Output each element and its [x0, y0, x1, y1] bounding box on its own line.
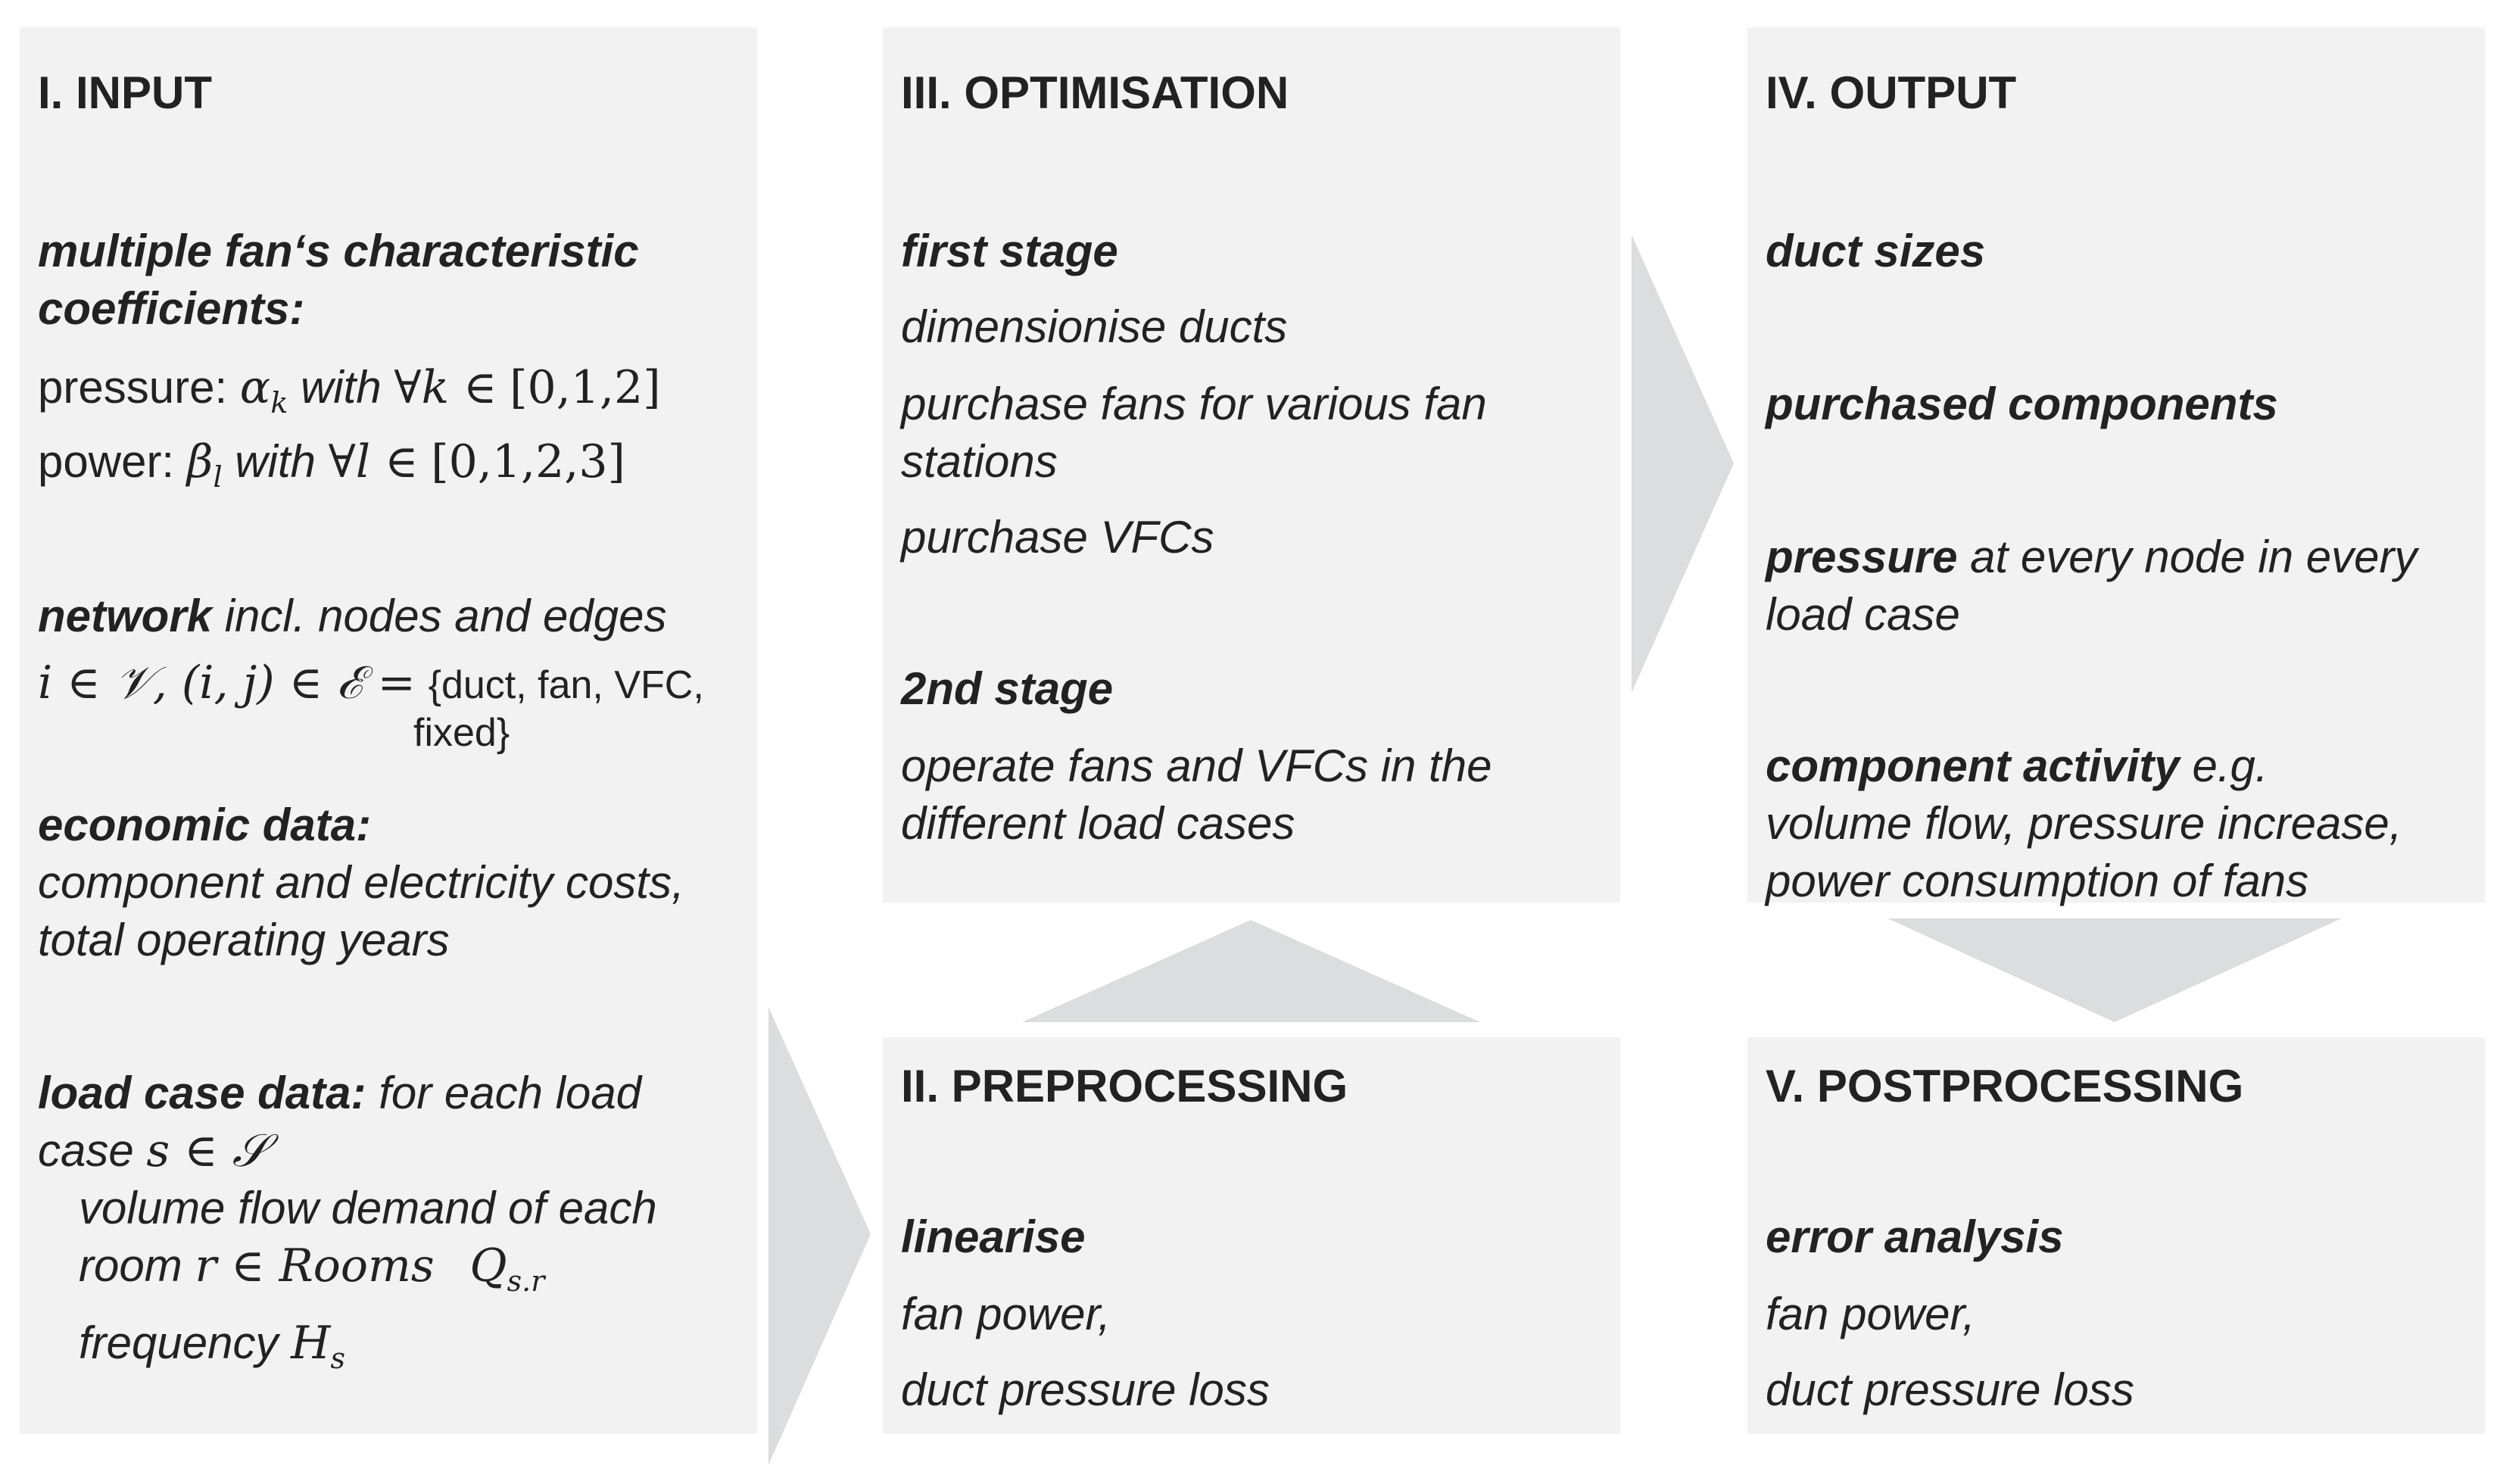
- network-heading: network incl. nodes and edges: [38, 588, 667, 645]
- fan-coeff-heading-line-2: coefficients:: [38, 283, 305, 334]
- activity-line-3: power consumption of fans: [1766, 856, 2309, 906]
- optimisation-item-4-line-2: different load cases: [901, 798, 1295, 849]
- network-set-line-1: {duct, fan, VFC,: [428, 663, 704, 707]
- first-stage-heading: first stage: [901, 226, 1118, 276]
- second-stage-heading: 2nd stage: [901, 663, 1114, 714]
- preprocessing-box: II. PREPROCESSING linearise fan power, d…: [883, 1037, 1620, 1434]
- optimisation-item-2-line-2: stations: [901, 436, 1058, 487]
- load-line-2: case s ∈ 𝒮: [38, 1122, 267, 1180]
- power-set: [0,1,2,3]: [431, 435, 625, 488]
- pressure-symbol: α: [239, 361, 271, 414]
- pressure-label: pressure:: [38, 362, 228, 413]
- activity-line-1: component activity e.g.: [1766, 737, 2268, 795]
- output-box: IV. OUTPUT duct sizes purchased componen…: [1747, 27, 2485, 906]
- activity-rest: e.g.: [2192, 740, 2268, 791]
- load-heading-line: load case data: for each load: [38, 1065, 641, 1122]
- load-heading: load case data:: [38, 1068, 366, 1118]
- network-set-line-2: fixed}: [413, 711, 510, 755]
- volume-q-subscript: s.r: [507, 1264, 545, 1298]
- volume-line-1: volume flow demand of each: [79, 1183, 657, 1233]
- power-line: power: βl with ∀l ∈ [0,1,2,3]: [38, 433, 625, 506]
- pressure-output-line-2: load case: [1766, 589, 1960, 640]
- load-case-text: case: [38, 1125, 134, 1176]
- network-rest: incl. nodes and edges: [224, 591, 667, 641]
- optimisation-item-3: purchase VFCs: [901, 512, 1214, 563]
- pressure-with: with: [301, 362, 382, 413]
- volume-room-text: room: [79, 1240, 182, 1291]
- load-line-1-rest: for each load: [379, 1068, 642, 1118]
- frequency-line: frequency Hs: [79, 1314, 345, 1387]
- economic-line-2: total operating years: [38, 915, 450, 965]
- activity-line-2: volume flow, pressure increase,: [1766, 798, 2402, 849]
- power-symbol: β: [186, 435, 214, 488]
- pressure-forall: ∀k ∈: [394, 361, 497, 414]
- frequency-text: frequency: [79, 1317, 279, 1368]
- pressure-output-rest: at every node in every: [1970, 532, 2417, 582]
- network-bold: network: [38, 591, 213, 641]
- network-math: i ∈ 𝒱, (i, j) ∈ ℰ =: [38, 656, 416, 709]
- volume-q-symbol: Q: [469, 1239, 507, 1292]
- purchased-components-heading: purchased components: [1766, 379, 2278, 429]
- error-analysis-heading: error analysis: [1766, 1211, 2064, 1262]
- load-case-math: s ∈ 𝒮: [146, 1124, 268, 1177]
- pressure-output-line-1: pressure at every node in every: [1766, 528, 2417, 586]
- arrow-input-to-preprocessing: [768, 1007, 871, 1465]
- power-with: with: [235, 436, 316, 487]
- power-label: power:: [38, 436, 175, 487]
- network-math-line: i ∈ 𝒱, (i, j) ∈ ℰ = {duct, fan, VFC,: [38, 654, 704, 714]
- preprocessing-item-1: fan power,: [901, 1289, 1111, 1339]
- output-title: IV. OUTPUT: [1766, 67, 2017, 118]
- economic-heading: economic data:: [38, 800, 372, 850]
- arrow-preprocessing-to-optimisation: [1022, 920, 1480, 1022]
- economic-line-1: component and electricity costs,: [38, 857, 684, 908]
- activity-bold: component activity: [1766, 740, 2180, 791]
- pressure-set: [0,1,2]: [510, 361, 661, 414]
- optimisation-item-2-line-1: purchase fans for various fan: [901, 379, 1487, 429]
- input-title: I. INPUT: [38, 67, 213, 118]
- postprocessing-box: V. POSTPROCESSING error analysis fan pow…: [1747, 1037, 2485, 1434]
- volume-room-math: r ∈ Rooms: [195, 1239, 435, 1292]
- postprocessing-title: V. POSTPROCESSING: [1766, 1061, 2244, 1111]
- optimisation-item-4-line-1: operate fans and VFCs in the: [901, 740, 1492, 791]
- optimisation-item-1: dimensionise ducts: [901, 301, 1288, 352]
- optimisation-box: III. OPTIMISATION first stage dimensioni…: [883, 27, 1620, 903]
- preprocessing-title: II. PREPROCESSING: [901, 1061, 1348, 1111]
- optimisation-title: III. OPTIMISATION: [901, 67, 1289, 118]
- duct-sizes-heading: duct sizes: [1766, 226, 1986, 276]
- fan-coeff-heading-line-1: multiple fan‘s characteristic: [38, 226, 639, 276]
- postprocessing-item-1: fan power,: [1766, 1289, 1975, 1339]
- power-subscript: l: [213, 460, 223, 494]
- frequency-symbol: H: [291, 1317, 331, 1370]
- linearise-heading: linearise: [901, 1211, 1086, 1262]
- frequency-subscript: s: [330, 1342, 346, 1375]
- pressure-line: pressure: αk with ∀k ∈ [0,1,2]: [38, 359, 661, 432]
- input-box: I. INPUT multiple fan‘s characteristic c…: [20, 27, 757, 1434]
- arrow-output-to-postprocessing: [1887, 918, 2342, 1022]
- pressure-subscript: k: [270, 386, 288, 419]
- power-forall: ∀l ∈: [328, 435, 419, 488]
- volume-line-2: room r ∈ Rooms Qs.r: [79, 1237, 544, 1310]
- postprocessing-item-2: duct pressure loss: [1766, 1364, 2134, 1415]
- preprocessing-item-2: duct pressure loss: [901, 1364, 1270, 1415]
- pressure-output-bold: pressure: [1766, 532, 1958, 582]
- arrow-optimisation-to-output: [1632, 235, 1734, 693]
